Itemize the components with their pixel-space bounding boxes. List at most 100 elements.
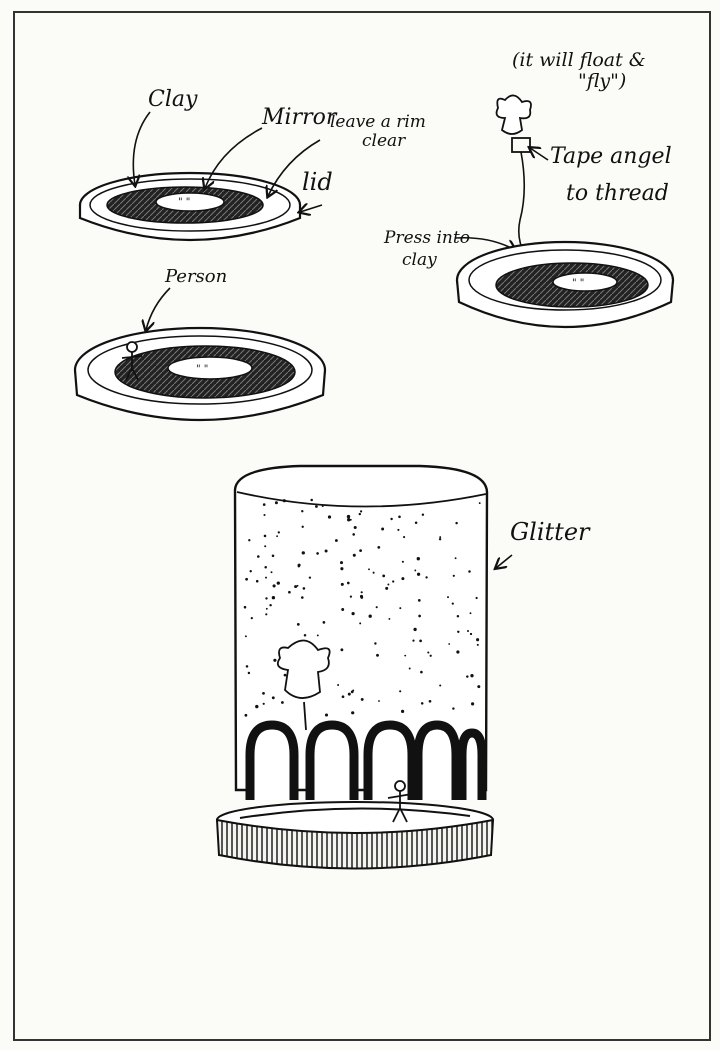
glitter-dot — [414, 569, 416, 571]
glitter-dot — [303, 587, 306, 590]
glitter-dot — [322, 505, 324, 507]
glitter-dot — [248, 672, 250, 674]
glitter-dot — [420, 671, 423, 674]
glitter-dot — [264, 535, 267, 538]
glitter-dot — [248, 539, 250, 541]
glitter-dot — [353, 554, 356, 557]
glitter-dot — [412, 639, 414, 641]
glitter-dot — [466, 675, 468, 677]
glitter-dot — [288, 591, 291, 594]
glitter-dot — [272, 555, 275, 558]
glitter-dot — [301, 596, 304, 599]
glitter-dot — [273, 584, 276, 587]
glitter-dot — [470, 674, 473, 677]
glitter-dot — [283, 499, 286, 502]
glitter-dot — [382, 575, 385, 578]
glitter-dot — [479, 502, 481, 504]
finished-snow-globe-jar — [217, 466, 493, 869]
glitter-dot — [244, 606, 247, 609]
thread — [519, 152, 525, 255]
glitter-dot — [452, 603, 454, 605]
glitter-dot — [457, 631, 459, 633]
glitter-dot — [276, 535, 278, 537]
glitter-dot — [359, 549, 362, 552]
arrow-clay — [133, 112, 150, 185]
glitter-dot — [347, 582, 350, 585]
glitter-dot — [385, 587, 388, 590]
glitter-dot — [457, 615, 459, 617]
glitter-dot — [310, 499, 313, 502]
glitter-dot — [403, 536, 405, 538]
glitter-dot — [374, 642, 376, 644]
glitter-dot — [315, 505, 318, 508]
glitter-dot — [359, 622, 361, 624]
glitter-dot — [419, 640, 422, 643]
glitter-dot — [271, 571, 273, 573]
arrow-person — [146, 288, 170, 330]
glitter-dot — [417, 557, 420, 560]
glitter-dot — [390, 518, 392, 520]
glitter-dot — [448, 643, 450, 645]
glitter-dot — [453, 575, 455, 577]
glitter-dot — [468, 570, 471, 573]
glitter-dot — [369, 615, 372, 618]
glitter-dot — [251, 617, 253, 619]
arrow-tape — [530, 148, 548, 160]
glitter-dot — [275, 501, 278, 504]
glitter-dot — [352, 690, 354, 692]
glitter-dot — [398, 516, 401, 519]
glitter-dot — [281, 701, 284, 704]
glitter-dot — [245, 635, 247, 637]
glitter-dot — [439, 684, 441, 686]
glitter-dot — [272, 696, 275, 699]
label-float-1: (it will float & — [512, 49, 646, 71]
glitter-dot — [298, 565, 300, 567]
arrow-glitter — [496, 555, 512, 568]
label-glitter: Glitter — [510, 518, 591, 546]
glitter-dot — [255, 705, 258, 708]
glitter-dot — [399, 690, 401, 692]
glitter-dot — [401, 710, 404, 713]
glitter-dot — [302, 551, 305, 554]
glitter-dot — [257, 555, 260, 558]
glitter-dot — [377, 546, 380, 549]
glitter-dot — [376, 606, 378, 608]
glitter-dot — [284, 674, 287, 677]
glitter-dot — [477, 685, 480, 688]
glitter-dot — [347, 518, 350, 521]
glitter-dot — [245, 714, 248, 717]
glitter-dot — [360, 510, 362, 512]
svg-text:" ": " " — [572, 278, 584, 289]
glitter-dot — [265, 577, 267, 579]
glitter-dot — [265, 613, 267, 615]
angel-figure-icon — [497, 95, 531, 152]
glitter-dot — [301, 510, 303, 512]
glitter-dot — [387, 584, 389, 586]
glitter-dot — [401, 577, 404, 580]
glitter-dot — [476, 597, 478, 599]
glitter-dot — [455, 557, 457, 559]
glitter-dot — [273, 659, 276, 662]
glitter-dot — [477, 644, 479, 646]
glitter-dot — [404, 655, 406, 657]
glitter-dot — [304, 634, 307, 637]
label-mirror: Mirror — [261, 105, 338, 130]
glitter-dot — [471, 702, 474, 705]
glitter-dot — [350, 595, 352, 597]
glitter-dot — [456, 650, 459, 653]
glitter-dot — [325, 550, 328, 553]
glitter-dot — [347, 515, 350, 518]
glitter-dot — [409, 668, 411, 670]
glitter-dot — [418, 599, 421, 602]
glitter-dot — [360, 596, 363, 599]
label-person: Person — [164, 266, 227, 287]
glitter-dot — [335, 539, 338, 542]
label-press-2: clay — [402, 250, 437, 270]
glitter-dot — [297, 623, 300, 626]
label-tape-1: Tape angel — [550, 144, 672, 169]
glitter-dot — [246, 665, 249, 668]
glitter-dot — [328, 515, 331, 518]
label-tape-2: to thread — [566, 181, 669, 206]
